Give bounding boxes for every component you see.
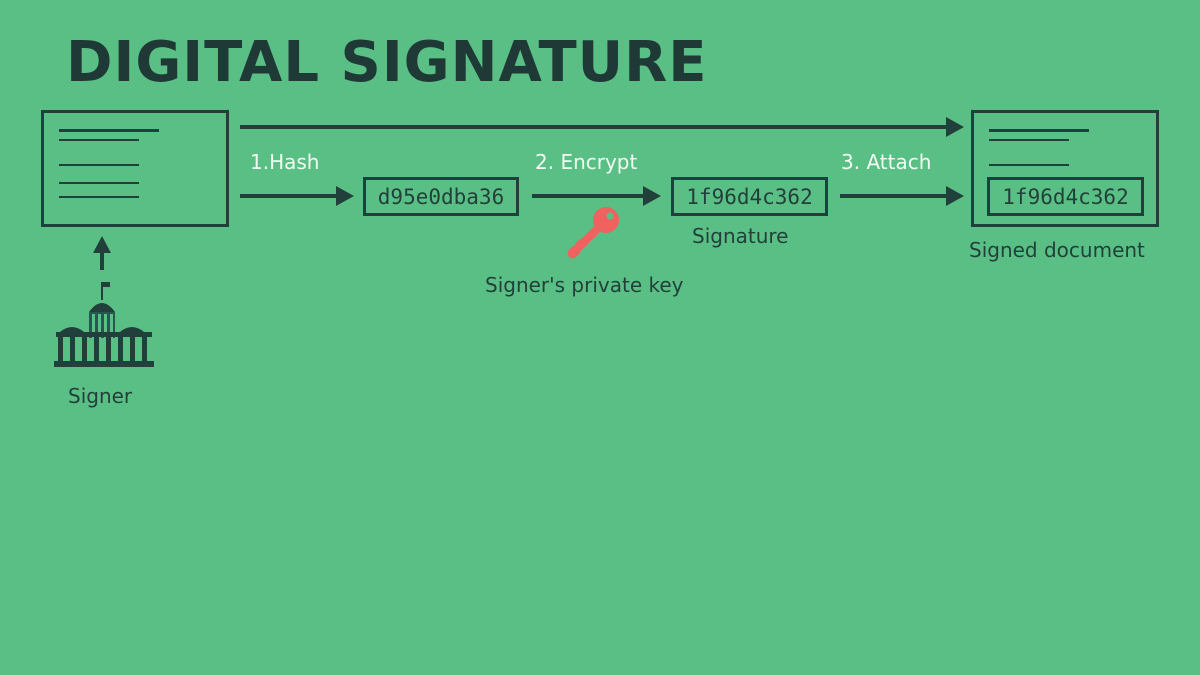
document-line bbox=[59, 196, 139, 198]
document-line bbox=[989, 164, 1069, 166]
document-line bbox=[59, 164, 139, 166]
page-title: DIGITAL SIGNATURE bbox=[66, 30, 708, 95]
signed-document-caption: Signed document bbox=[969, 238, 1145, 262]
step-attach-label: 3. Attach bbox=[841, 150, 932, 174]
signed-document: 1f96d4c362 bbox=[971, 110, 1159, 227]
document-line bbox=[59, 139, 139, 141]
hash-value-box: d95e0dba36 bbox=[363, 177, 519, 216]
document-line bbox=[59, 129, 159, 132]
step-hash-label: 1.Hash bbox=[250, 150, 320, 174]
key-icon bbox=[567, 207, 619, 259]
signer-caption: Signer bbox=[68, 384, 133, 408]
government-building-icon bbox=[54, 282, 154, 367]
key-caption: Signer's private key bbox=[485, 273, 684, 297]
signature-caption: Signature bbox=[692, 224, 789, 248]
source-document bbox=[41, 110, 229, 227]
document-line bbox=[989, 139, 1069, 141]
embedded-signature-box: 1f96d4c362 bbox=[987, 177, 1144, 216]
step-encrypt-label: 2. Encrypt bbox=[535, 150, 638, 174]
document-line bbox=[989, 129, 1089, 132]
document-line bbox=[59, 182, 139, 184]
signature-value-box: 1f96d4c362 bbox=[671, 177, 828, 216]
